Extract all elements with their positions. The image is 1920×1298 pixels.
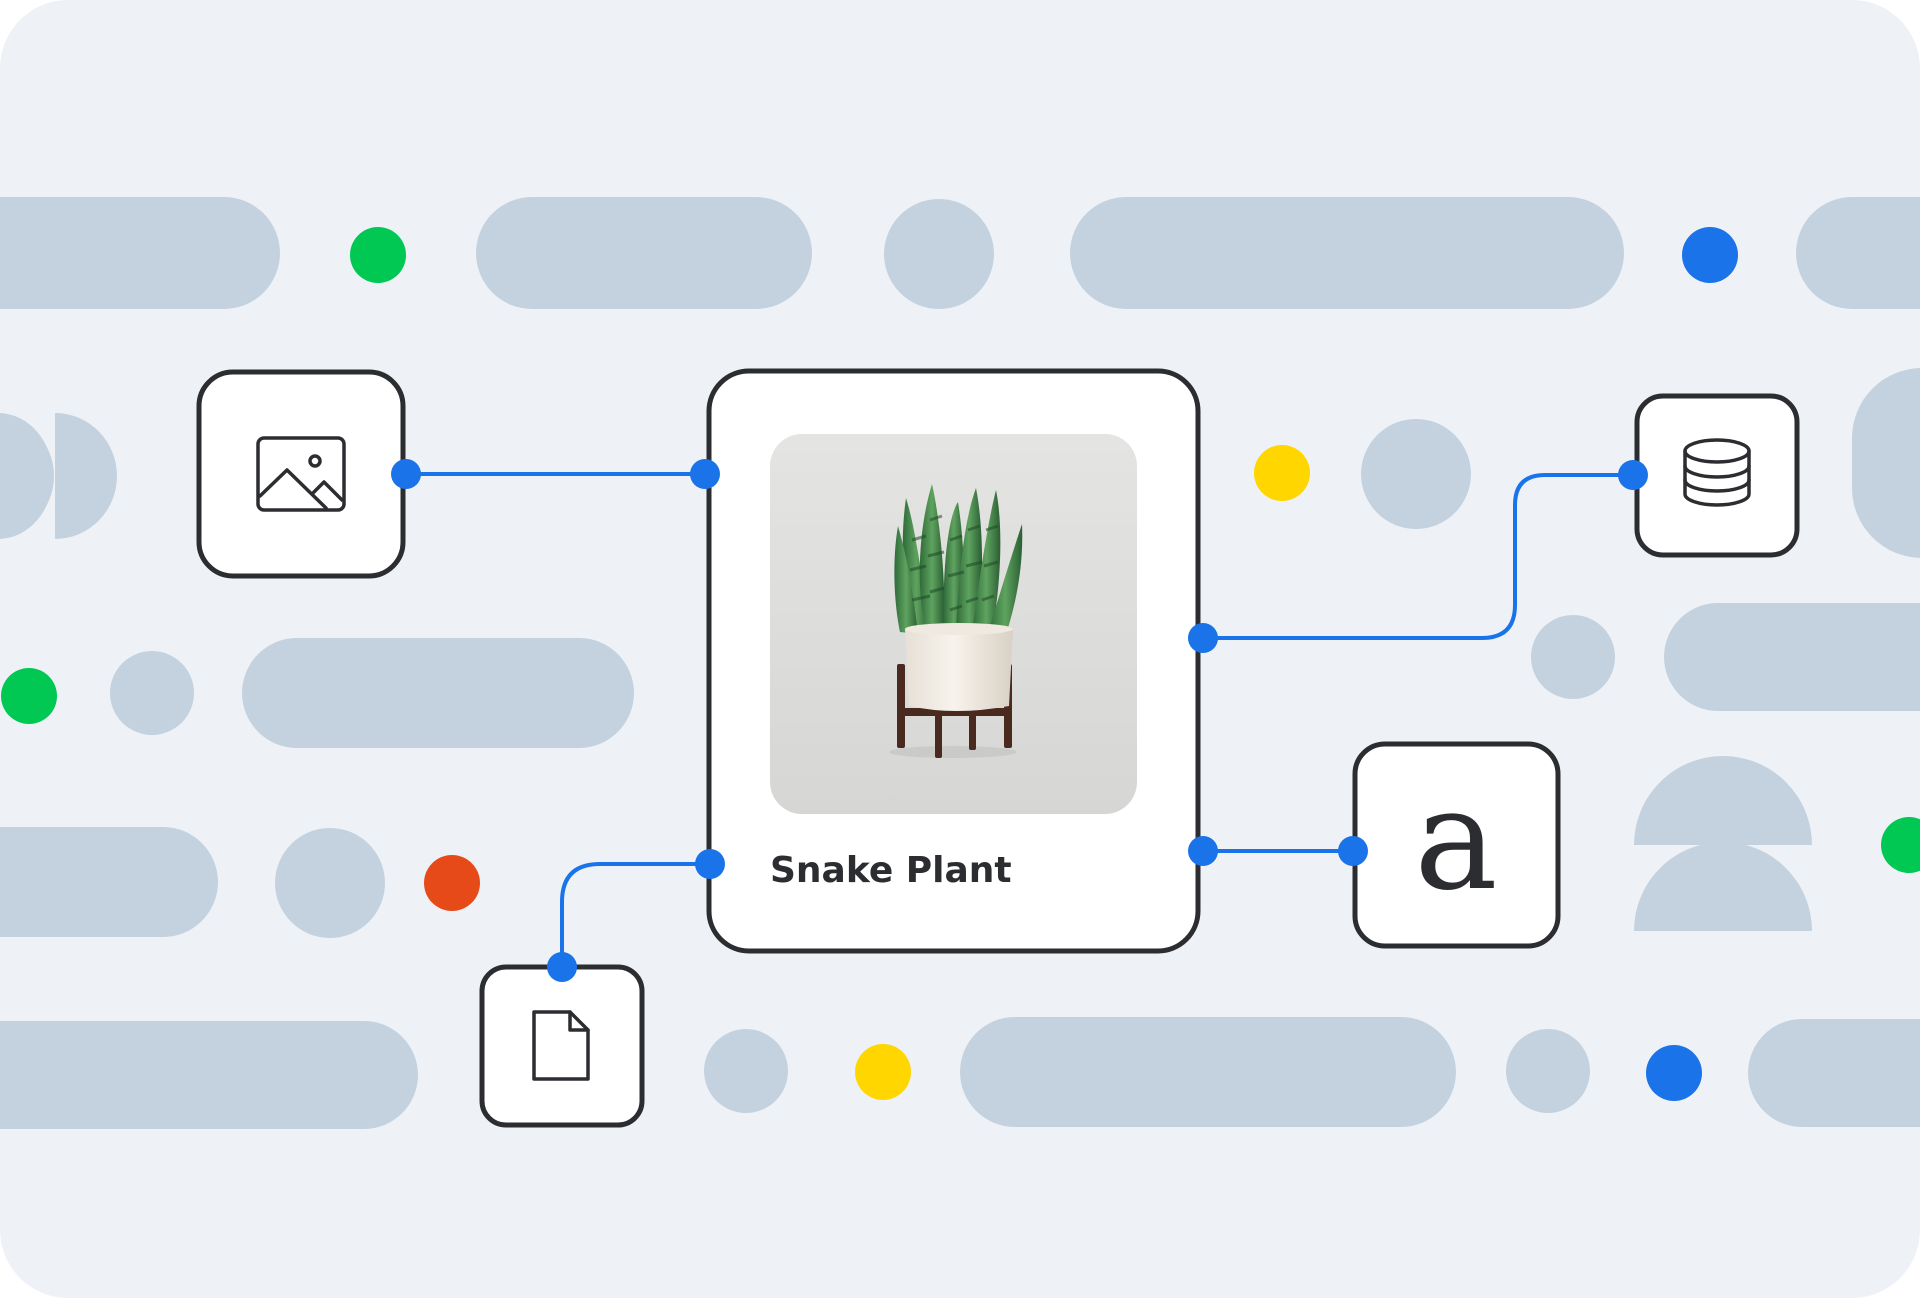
decor-dot-yellow — [1254, 445, 1310, 501]
plant-photo — [770, 434, 1137, 814]
connector-card-to-database — [1203, 473, 1633, 640]
decor-pill — [960, 1017, 1456, 1127]
decor-pill — [1852, 368, 1920, 558]
decor-pill — [476, 197, 812, 309]
database-icon — [1683, 438, 1751, 507]
decor-row-5 — [0, 1017, 1920, 1129]
decor-half-circle — [1634, 756, 1812, 845]
document-node-box — [479, 964, 645, 1128]
document-node[interactable] — [479, 964, 645, 1128]
decor-pill — [1748, 1019, 1920, 1127]
card-title: Snake Plant — [770, 850, 1012, 891]
font-icon: a — [1414, 759, 1497, 922]
decor-dot-blue — [1646, 1045, 1702, 1101]
decor-circle — [884, 199, 994, 309]
image-node[interactable] — [196, 369, 406, 579]
decor-pill — [242, 638, 634, 748]
connectors — [406, 472, 1633, 967]
decor-dot-yellow — [855, 1044, 911, 1100]
port — [1338, 836, 1368, 866]
decor-circle — [1361, 419, 1471, 529]
port — [1618, 460, 1648, 490]
plant-pot — [905, 629, 1013, 711]
database-node[interactable] — [1634, 393, 1800, 558]
decor-row-4 — [0, 756, 1920, 938]
decor-half-circle — [1634, 842, 1812, 931]
port — [547, 952, 577, 982]
decor-circle — [275, 828, 385, 938]
decor-pill — [1664, 603, 1920, 711]
connector-card-to-document — [560, 862, 710, 967]
port — [1188, 623, 1218, 653]
decor-half-circle — [55, 413, 117, 539]
font-node[interactable]: a — [1352, 741, 1561, 949]
document-icon — [532, 1010, 590, 1081]
decor-circle — [1506, 1029, 1590, 1113]
image-node-box — [196, 369, 406, 579]
decor-row-2 — [0, 368, 1920, 558]
port — [695, 849, 725, 879]
decor-pill — [1070, 197, 1624, 309]
decor-pill — [0, 197, 280, 309]
decor-row-1 — [0, 197, 1920, 309]
decor-circle — [110, 651, 194, 735]
decor-dot-green — [350, 227, 406, 283]
decor-circle — [704, 1029, 788, 1113]
product-card[interactable]: Snake Plant — [706, 368, 1201, 954]
decor-circle — [0, 414, 54, 538]
decor-dot-blue — [1682, 227, 1738, 283]
decor-pill — [1796, 197, 1920, 309]
ports — [391, 459, 1648, 982]
decor-pill — [0, 827, 218, 937]
port — [1188, 836, 1218, 866]
plant-leaves — [894, 484, 1023, 634]
port — [690, 459, 720, 489]
decor-pill — [0, 1021, 418, 1129]
decor-circle — [1531, 615, 1615, 699]
decor-dot-green — [1, 668, 57, 724]
image-icon — [256, 436, 346, 512]
port — [391, 459, 421, 489]
decor-dot-orange — [424, 855, 480, 911]
decor-dot-green — [1881, 817, 1920, 873]
decor-row-3 — [1, 603, 1920, 748]
